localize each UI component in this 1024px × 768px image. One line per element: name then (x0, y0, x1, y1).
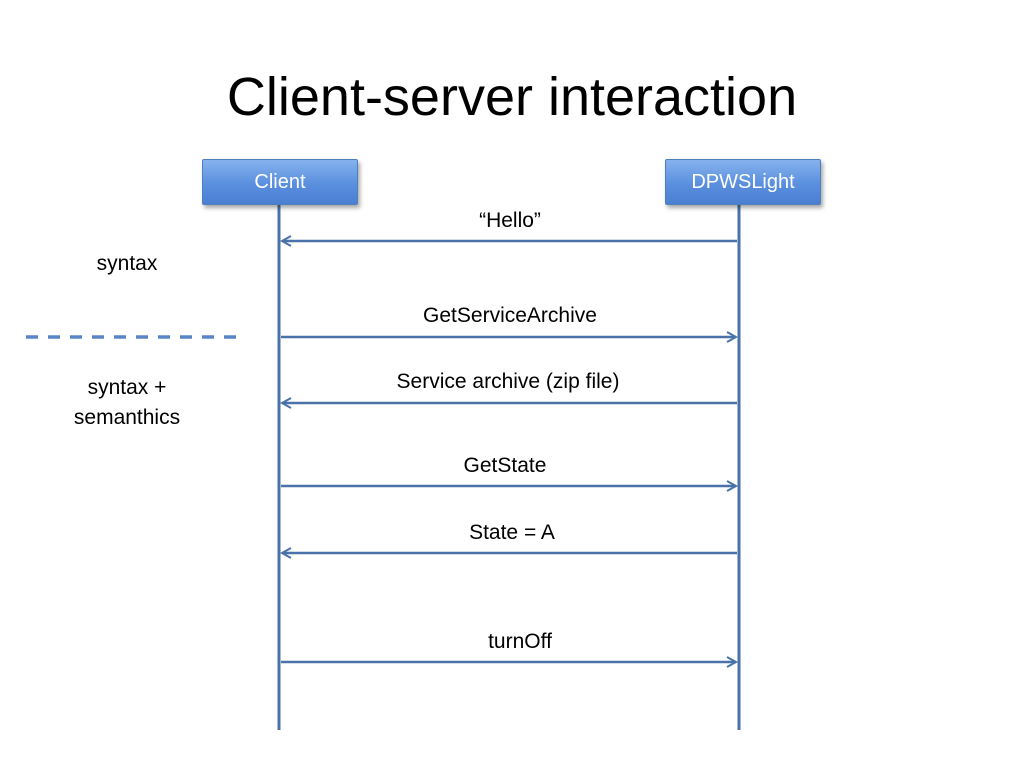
message-label-state-a: State = A (469, 521, 555, 544)
server-box: DPWSLight (665, 159, 821, 205)
message-label-hello: “Hello” (479, 209, 541, 232)
message-label-service-archive: Service archive (zip file) (396, 370, 620, 393)
slide-title: Client-server interaction (226, 67, 798, 127)
message-label-get-service-archive: GetServiceArchive (423, 304, 597, 327)
phase-label-syntax-semantics: syntax + semanthics (73, 376, 181, 429)
message-label-turn-off: turnOff (488, 630, 552, 653)
message-label-get-state: GetState (463, 454, 547, 477)
client-box: Client (202, 159, 358, 205)
phase-label-syntax: syntax (96, 252, 158, 275)
